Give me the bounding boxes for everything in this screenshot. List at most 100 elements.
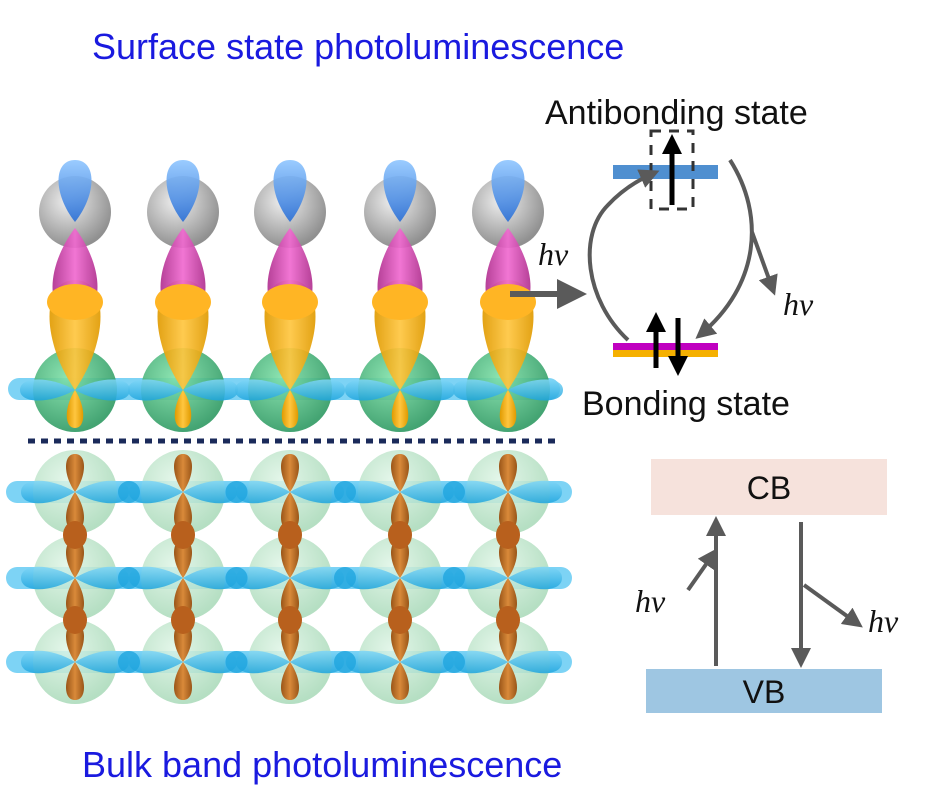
valence-band bbox=[646, 669, 882, 713]
surface-state-energy-diagram: Antibonding state hv hv Bonding state bbox=[510, 94, 814, 423]
bulk-orbital-lobe bbox=[66, 578, 84, 616]
bulk-orbital-node bbox=[443, 481, 465, 503]
bulk-atom bbox=[454, 536, 562, 620]
bulk-p-orbital-lobe bbox=[290, 566, 344, 590]
bulk-p-orbital-lobe bbox=[21, 480, 75, 504]
bulk-atom bbox=[236, 450, 344, 534]
bulk-atom bbox=[346, 620, 454, 704]
bulk-orbital-lobe bbox=[391, 492, 409, 530]
bulk-orbital-lobe bbox=[499, 540, 517, 578]
bulk-orbital-node bbox=[118, 481, 140, 503]
bulk-orbital-node bbox=[443, 567, 465, 589]
bulk-atom bbox=[454, 450, 562, 534]
bulk-orbital-lobe bbox=[66, 662, 84, 700]
bulk-orbital-node bbox=[118, 567, 140, 589]
p-orbital-lobe bbox=[235, 379, 290, 401]
bulk-atom bbox=[129, 450, 237, 534]
bulk-orbital-lobe bbox=[281, 454, 299, 492]
p-orbital-lobe bbox=[345, 379, 400, 401]
antibonding-orbital-lobe bbox=[383, 160, 417, 222]
bulk-orbital-lobe bbox=[391, 578, 409, 616]
hv-emit-label: hv bbox=[783, 286, 814, 322]
bulk-interstitial-lobe bbox=[388, 606, 412, 634]
bulk-atom bbox=[236, 536, 344, 620]
cb-label: CB bbox=[747, 470, 791, 506]
orbital-lobe-lower bbox=[281, 390, 299, 428]
emission-arrow bbox=[695, 158, 754, 339]
bulk-p-orbital-lobe bbox=[183, 480, 237, 504]
surface-atom-row bbox=[8, 160, 563, 432]
surface-title: Surface state photoluminescence bbox=[92, 26, 625, 67]
bulk-p-orbital-lobe bbox=[290, 480, 344, 504]
p-orbital-lobe bbox=[183, 379, 238, 401]
bulk-orbital-lobe bbox=[281, 662, 299, 700]
vb-label: VB bbox=[743, 674, 786, 710]
bulk-p-orbital-lobe bbox=[75, 650, 129, 674]
bulk-orbital-node bbox=[334, 481, 356, 503]
bulk-orbital-node bbox=[225, 651, 248, 673]
bulk-p-orbital-lobe bbox=[454, 480, 508, 504]
bulk-orbital-node bbox=[118, 651, 140, 673]
bulk-orbital-lobe bbox=[66, 492, 84, 530]
bulk-orbital-lobe bbox=[174, 578, 192, 616]
p-orbital-lobe bbox=[400, 379, 455, 401]
bulk-p-orbital-lobe bbox=[236, 480, 290, 504]
bonding-level-top bbox=[613, 343, 718, 350]
conduction-band bbox=[651, 459, 887, 515]
bulk-interstitial-lobe bbox=[388, 521, 412, 549]
bulk-interstitial-lobe bbox=[63, 606, 87, 634]
bulk-p-orbital-lobe bbox=[236, 650, 290, 674]
bulk-orbital-lobe bbox=[499, 662, 517, 700]
bulk-atom bbox=[21, 536, 129, 620]
orbital-lobe-cap bbox=[47, 284, 103, 320]
bulk-p-orbital-lobe bbox=[454, 650, 508, 674]
bulk-orbital-lobe bbox=[174, 454, 192, 492]
bulk-p-orbital-lobe bbox=[454, 566, 508, 590]
surface-atom bbox=[128, 160, 238, 432]
orbital-lobe-lower bbox=[66, 390, 84, 428]
bonding-level-bottom bbox=[613, 350, 718, 357]
bulk-p-orbital-lobe bbox=[75, 480, 129, 504]
bulk-orbital-lobe bbox=[66, 454, 84, 492]
bulk-interstitial-lobe bbox=[278, 521, 302, 549]
bulk-orbital-lobe bbox=[499, 454, 517, 492]
bulk-orbital-lobe bbox=[391, 662, 409, 700]
bulk-interstitial-lobe bbox=[63, 521, 87, 549]
bulk-p-orbital-lobe bbox=[400, 480, 454, 504]
surface-atom bbox=[20, 160, 130, 432]
bulk-orbital-lobe bbox=[66, 540, 84, 578]
bulk-orbital-lobe bbox=[174, 492, 192, 530]
bulk-p-orbital-lobe bbox=[400, 650, 454, 674]
bulk-interstitial-lobe bbox=[171, 606, 195, 634]
bulk-p-orbital-lobe bbox=[129, 566, 183, 590]
bulk-orbital-lobe bbox=[499, 578, 517, 616]
orbital-lobe-lower bbox=[391, 390, 409, 428]
orbital-lobe-cap bbox=[480, 284, 536, 320]
bulk-orbital-lobe bbox=[174, 662, 192, 700]
p-orbital-lobe bbox=[75, 379, 130, 401]
emitted-photon-arrow bbox=[750, 231, 778, 296]
antibonding-orbital-lobe bbox=[166, 160, 200, 222]
bulk-orbital-lobe bbox=[174, 624, 192, 662]
bulk-atom bbox=[129, 536, 237, 620]
antibonding-orbital-lobe bbox=[273, 160, 307, 222]
bulk-atom bbox=[129, 620, 237, 704]
bulk-orbital-lobe bbox=[281, 578, 299, 616]
bulk-orbital-node bbox=[225, 567, 248, 589]
bulk-band-diagram: CB VB hv hv bbox=[635, 459, 899, 713]
bulk-orbital-lobe bbox=[391, 624, 409, 662]
surface-atom bbox=[345, 160, 455, 432]
bulk-hv-absorb-label: hv bbox=[635, 583, 666, 619]
bulk-orbital-lobe bbox=[174, 540, 192, 578]
bulk-title: Bulk band photoluminescence bbox=[82, 744, 563, 785]
bulk-orbital-node bbox=[334, 651, 356, 673]
bulk-interstitial-lobe bbox=[496, 606, 520, 634]
bulk-orbital-lobe bbox=[499, 492, 517, 530]
bulk-emitted-photon-arrow bbox=[802, 583, 863, 628]
bulk-p-orbital-lobe bbox=[183, 566, 237, 590]
bulk-p-orbital-lobe bbox=[21, 650, 75, 674]
bulk-atom bbox=[21, 450, 129, 534]
p-orbital-lobe bbox=[290, 379, 345, 401]
antibonding-level bbox=[613, 165, 718, 179]
